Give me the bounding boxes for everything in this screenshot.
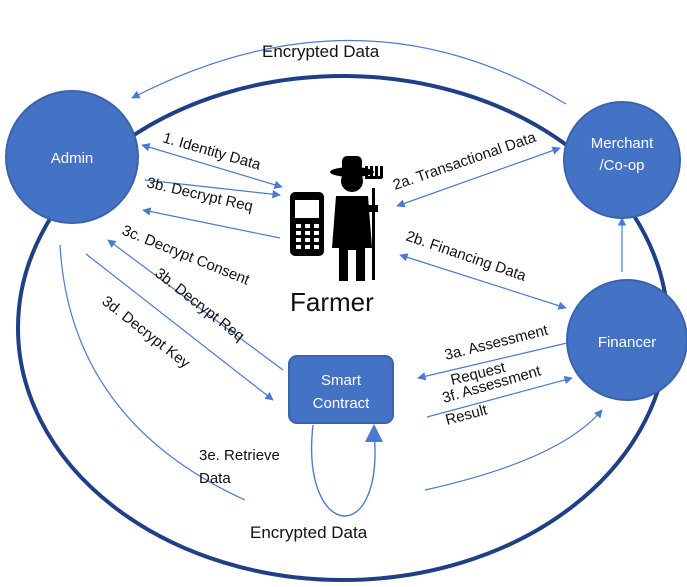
arrow-retrieve-data-loop	[311, 424, 376, 517]
arrow-identity-data	[141, 143, 283, 189]
admin-node	[5, 90, 139, 224]
label-assessment-request-line1: 3a. Assessment	[443, 322, 551, 364]
smart-contract-label-line1: Smart	[321, 372, 362, 389]
farmer-with-pitchfork-icon	[330, 156, 383, 281]
farmer-label: Farmer	[290, 287, 374, 317]
label-retrieve-data-line2: Data	[199, 470, 231, 487]
merchant-node	[563, 101, 681, 219]
label-decrypt-key: 3d. Decrypt Key	[99, 293, 194, 372]
bottom-arc-left	[59, 244, 246, 501]
bottom-encrypted-label: Encrypted Data	[250, 523, 368, 542]
label-decrypt-req-admin: 3b. Decrypt Req	[145, 174, 254, 215]
label-identity-data: 1. Identity Data	[161, 130, 263, 174]
financer-label: Financer	[598, 334, 656, 351]
mobile-phone-icon	[290, 192, 324, 256]
top-encrypted-arc	[131, 39, 567, 105]
arrow-assessment-request	[417, 342, 568, 381]
merchant-label-line1: Merchant	[591, 135, 654, 152]
top-encrypted-label: Encrypted Data	[262, 42, 380, 61]
arrow-decrypt-consent	[142, 207, 281, 239]
label-transactional-data: 2a. Transactional Data	[391, 129, 539, 194]
label-retrieve-data-line1: 3e. Retrieve	[199, 447, 280, 464]
arrow-decrypt-key	[85, 253, 274, 401]
arrow-financing-data	[399, 253, 567, 310]
retrieve-loop-arrowhead	[365, 424, 383, 442]
bottom-arc-right	[424, 409, 603, 491]
smart-contract-node	[288, 355, 394, 424]
arrow-assessment-result	[426, 375, 573, 418]
admin-label: Admin	[51, 150, 94, 167]
merchant-label-line2: /Co-op	[599, 157, 644, 174]
arrow-decrypt-req-contract	[107, 239, 284, 371]
label-decrypt-consent: 3c. Decrypt Consent	[120, 222, 253, 289]
financer-node	[566, 279, 687, 401]
arrow-decrypt-req-admin	[144, 179, 281, 199]
label-assessment-result-line2: Result	[444, 401, 490, 429]
smart-contract-label-line2: Contract	[313, 395, 371, 412]
arrow-transactional-data	[396, 146, 561, 208]
